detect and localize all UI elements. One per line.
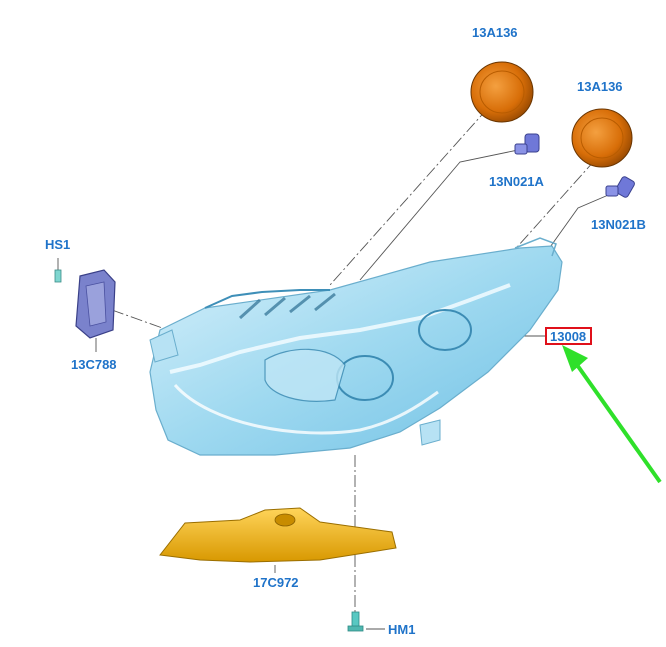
callout-bulb-top[interactable]: 13N021A [489, 174, 545, 189]
callout-bulb-right[interactable]: 13N021B [591, 217, 646, 232]
callout-hs1[interactable]: HS1 [45, 237, 70, 252]
leader-lines [57, 107, 621, 630]
headlamp-assembly[interactable] [149, 237, 563, 456]
callout-cap-right[interactable]: 13A136 [577, 79, 623, 94]
highlight-box [545, 327, 592, 345]
mounting-bracket[interactable] [159, 507, 397, 563]
ballast-module[interactable] [75, 269, 116, 339]
screw-hm1[interactable] [347, 611, 364, 632]
callout-bracket[interactable]: 17C972 [253, 575, 299, 590]
screw-hs1[interactable] [54, 269, 62, 283]
callout-cap-top[interactable]: 13A136 [472, 25, 518, 40]
dust-cap-top[interactable] [470, 61, 534, 123]
callout-headlamp[interactable]: 13008 [550, 329, 586, 344]
pointer-arrow [562, 345, 662, 484]
dust-cap-right[interactable] [571, 108, 633, 168]
bulb-13n021a[interactable] [514, 133, 540, 155]
callout-hm1[interactable]: HM1 [388, 622, 415, 637]
callout-ballast[interactable]: 13C788 [71, 357, 117, 372]
bulb-13n021b[interactable] [605, 176, 636, 199]
